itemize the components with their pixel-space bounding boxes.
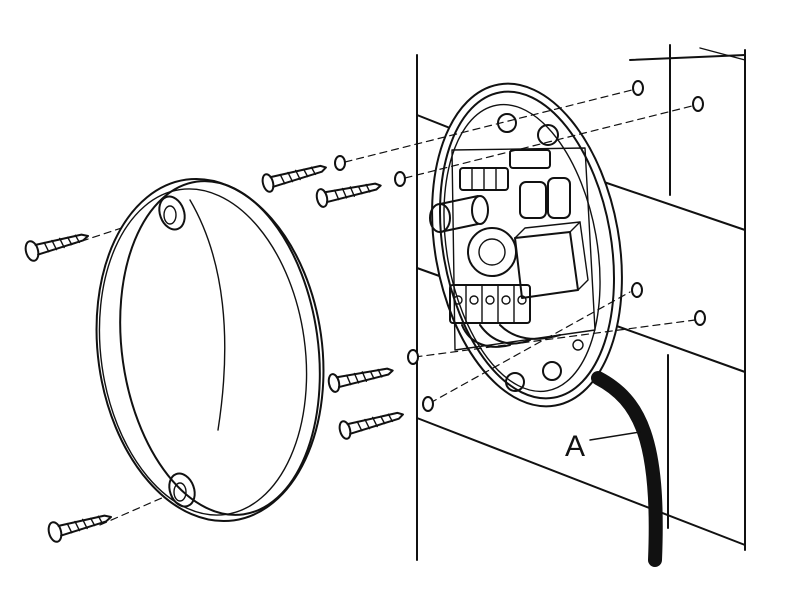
screw-5	[338, 411, 404, 440]
screw-1	[261, 164, 327, 193]
base-unit	[431, 82, 623, 408]
cover-bottom-hole	[168, 472, 196, 508]
wall-washers	[631, 80, 706, 326]
cover	[95, 177, 325, 523]
screw-2	[315, 182, 382, 208]
cable	[591, 371, 663, 567]
callout-a: A	[565, 430, 641, 463]
screws	[24, 164, 404, 543]
callout-a-label: A	[565, 430, 585, 463]
wall	[416, 44, 746, 561]
washers	[334, 155, 434, 412]
cover-top-hole	[158, 195, 186, 231]
screw-3	[24, 233, 90, 262]
circuit-board	[429, 113, 596, 392]
screw-4	[327, 367, 394, 393]
screw-6	[47, 514, 113, 543]
